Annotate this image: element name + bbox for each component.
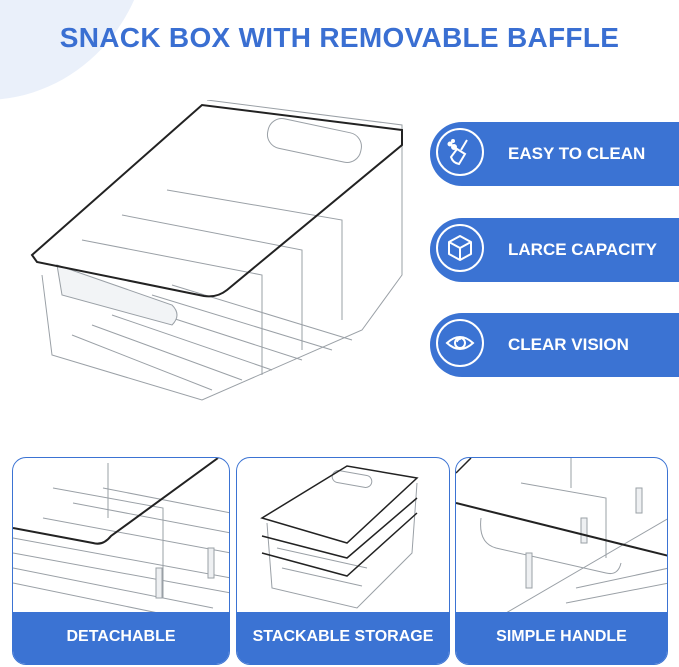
feature-label: EASY TO CLEAN bbox=[508, 144, 646, 163]
feature-label: LARCE CAPACITY bbox=[508, 240, 657, 259]
panel-simple-handle: SIMPLE HANDLE bbox=[455, 457, 668, 665]
page-title: SNACK BOX WITH REMOVABLE BAFFLE bbox=[59, 22, 620, 53]
cube-icon bbox=[436, 224, 484, 272]
panel-detachable: DETACHABLE bbox=[12, 457, 230, 665]
eye-icon bbox=[436, 319, 484, 367]
hero-product-image bbox=[30, 100, 403, 401]
feature-easy-to-clean: EASY TO CLEAN bbox=[430, 122, 679, 186]
divider-closeup-image bbox=[13, 458, 229, 614]
stacked-boxes-image bbox=[260, 465, 419, 609]
handle-closeup-image bbox=[456, 458, 667, 614]
panel-label: DETACHABLE bbox=[13, 612, 229, 664]
broom-icon bbox=[436, 128, 484, 176]
panel-label: STACKABLE STORAGE bbox=[237, 612, 449, 664]
panel-stackable-storage: STACKABLE STORAGE bbox=[236, 457, 450, 665]
panel-label: SIMPLE HANDLE bbox=[456, 612, 667, 664]
feature-large-capacity: LARCE CAPACITY bbox=[430, 218, 679, 282]
feature-label: CLEAR VISION bbox=[508, 335, 629, 354]
feature-clear-vision: CLEAR VISION bbox=[430, 313, 679, 377]
